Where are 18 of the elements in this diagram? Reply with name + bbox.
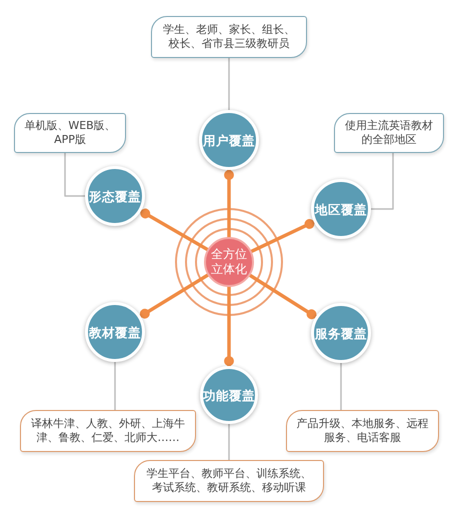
callout-box: 译林牛津、人教、外研、上海牛津、鲁教、仁爱、北师大…… [20, 410, 196, 452]
connector-line [228, 423, 230, 461]
connector-line [340, 362, 342, 411]
spoke-line [139, 208, 210, 252]
spoke-line [248, 274, 318, 320]
spoke-line [224, 168, 234, 239]
callout-box: 产品升级、本地服务、远程服务、电话客服 [286, 410, 439, 452]
connector-line [370, 152, 394, 210]
callout-box: 单机版、WEB版、APP版 [14, 113, 126, 153]
spoke-line [250, 218, 316, 254]
connector-line [114, 361, 116, 411]
callout-box: 学生、老师、家长、组长、校长、省市县三级教研员 [151, 16, 307, 58]
spoke-line [138, 273, 210, 319]
connector-line [64, 152, 86, 197]
callout-box: 学生平台、教师平台、训练系统、考试系统、教研系统、移动听课 [134, 460, 324, 502]
callout-box: 使用主流英语教材的全部地区 [334, 113, 444, 153]
spoke-line [224, 285, 234, 368]
connector-line [228, 57, 230, 111]
